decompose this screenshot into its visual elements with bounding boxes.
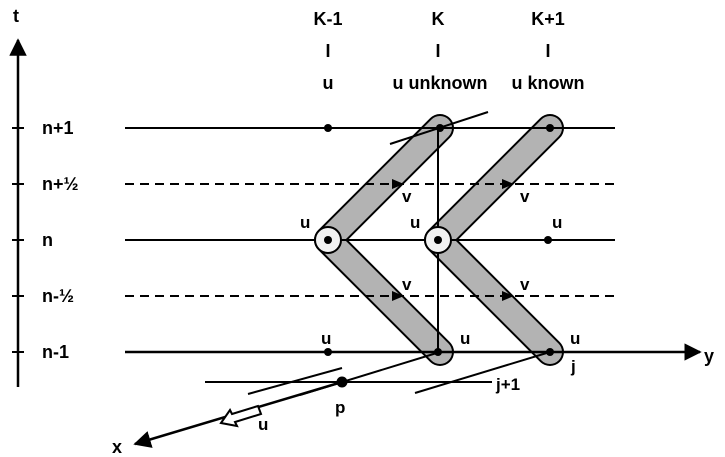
node-p-dot [336,376,348,388]
column-state-k-minus-1: u [323,73,334,93]
time-level-label: n-½ [42,286,74,306]
node-label-u: u [258,415,268,434]
node-label-u: u [300,213,310,232]
node-label-v: v [520,275,530,294]
velocity-arrows [392,179,514,301]
node-label-u: u [460,329,470,348]
column-label-k: K [432,9,445,29]
node-dot [546,124,554,132]
time-level-label: n+1 [42,118,74,138]
node-dot [434,236,442,244]
grid-nodes [314,124,554,388]
node-label-v: v [402,275,412,294]
arrow-head-icon [392,291,404,301]
node-label-v: v [520,187,530,206]
column-label-k-plus-1: K+1 [531,9,565,29]
column-marker-k-minus-1: I [325,41,330,61]
t-axis: t [9,6,27,387]
hollow-arrow-icon [219,404,263,428]
arrow-head-icon [502,179,514,189]
node-label-j: j [570,357,576,376]
node-dot [436,124,444,132]
node-dot [544,236,552,244]
column-label-k-minus-1: K-1 [313,9,342,29]
node-label-u: u [410,213,420,232]
node-label-p: p [335,398,345,417]
node-dot [324,348,332,356]
time-level-label: n-1 [42,342,69,362]
t-axis-label: t [13,6,19,26]
arrow-head-icon [392,179,404,189]
node-label-u: u [570,329,580,348]
node-dot [324,124,332,132]
column-headers: K-1 I u K I u unknown K+1 I u known [313,9,584,93]
node-labels: v v v v u u u u u u j j+1 p u [258,187,580,434]
arrow-head-icon [502,291,514,301]
node-label-u: u [321,329,331,348]
node-label-u: u [552,213,562,232]
column-marker-k: I [435,41,440,61]
time-level-label: n+½ [42,174,79,194]
y-axis-label: y [704,346,714,366]
node-dot [324,236,332,244]
column-state-k-plus-1: u known [512,73,585,93]
node-label-v: v [402,187,412,206]
x-axis-label: x [112,437,122,457]
node-dot [546,348,554,356]
column-state-k: u unknown [393,73,488,93]
time-level-lines [125,127,702,361]
time-level-label: n [42,230,53,250]
node-label-j-plus-1: j+1 [495,375,520,394]
column-marker-k-plus-1: I [545,41,550,61]
time-level-labels: n+1 n+½ n n-½ n-1 [42,118,79,362]
node-dot [434,348,442,356]
